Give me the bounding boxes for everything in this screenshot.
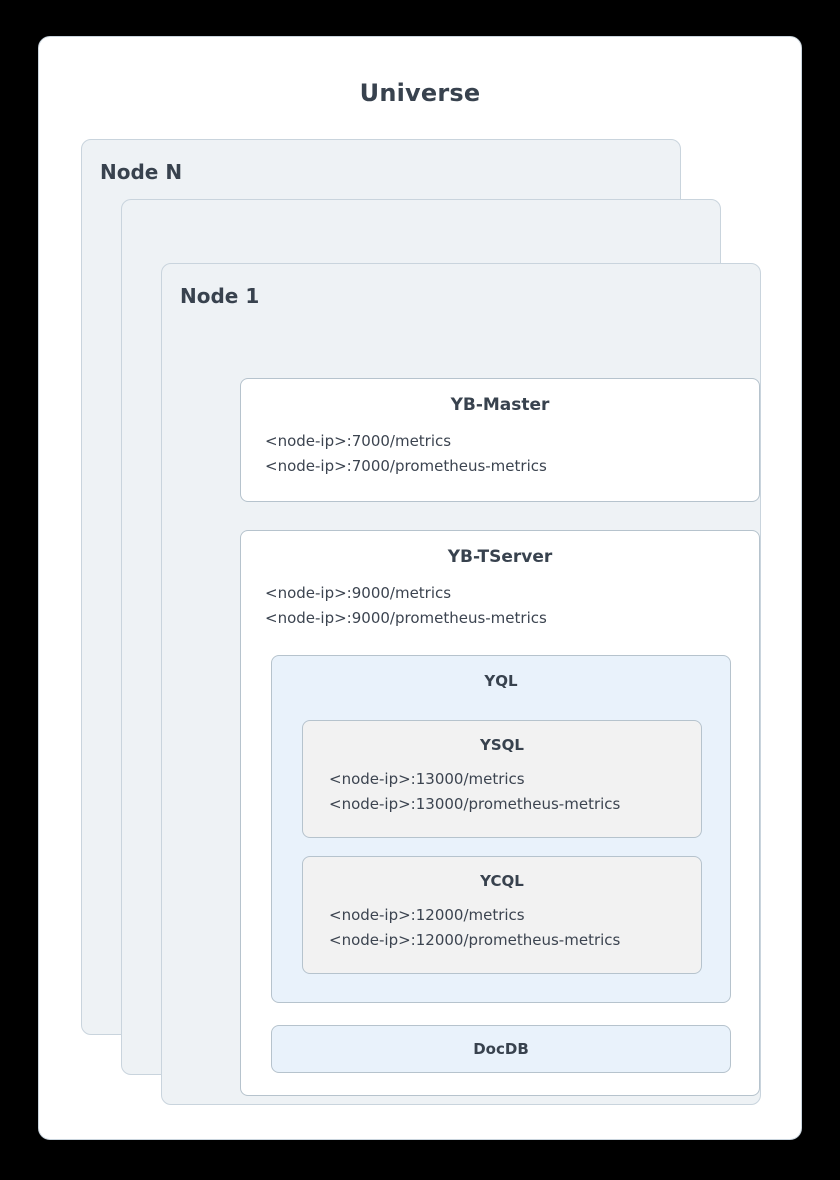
node-1-label: Node 1 bbox=[180, 284, 260, 308]
ycql-box: YCQL <node-ip>:12000/metrics <node-ip>:1… bbox=[302, 856, 702, 974]
node-card-1: Node 1 YB-Master <node-ip>:7000/metrics … bbox=[161, 263, 761, 1105]
endpoint-item: <node-ip>:12000/metrics bbox=[329, 906, 525, 924]
yql-title: YQL bbox=[484, 672, 518, 690]
universe-container: Universe Node N ... Node 1 YB-Master <no… bbox=[38, 36, 802, 1140]
yb-master-box: YB-Master <node-ip>:7000/metrics <node-i… bbox=[240, 378, 760, 502]
ycql-endpoints: <node-ip>:12000/metrics <node-ip>:12000/… bbox=[303, 903, 701, 953]
yb-tserver-title: YB-TServer bbox=[447, 547, 553, 567]
endpoint-item: <node-ip>:7000/metrics bbox=[265, 432, 452, 450]
yb-master-endpoints: <node-ip>:7000/metrics <node-ip>:7000/pr… bbox=[241, 429, 759, 479]
universe-title: Universe bbox=[359, 79, 481, 107]
ysql-title: YSQL bbox=[480, 736, 524, 754]
endpoint-item: <node-ip>:12000/prometheus-metrics bbox=[329, 931, 621, 949]
endpoint-item: <node-ip>:7000/prometheus-metrics bbox=[265, 457, 547, 475]
endpoint-item: <node-ip>:13000/metrics bbox=[329, 770, 525, 788]
endpoint-item: <node-ip>:9000/prometheus-metrics bbox=[265, 609, 547, 627]
ysql-endpoints: <node-ip>:13000/metrics <node-ip>:13000/… bbox=[303, 767, 701, 817]
endpoint-item: <node-ip>:13000/prometheus-metrics bbox=[329, 795, 621, 813]
yb-master-title: YB-Master bbox=[450, 395, 550, 415]
yql-box: YQL YSQL <node-ip>:13000/metrics <node-i… bbox=[271, 655, 731, 1003]
ysql-box: YSQL <node-ip>:13000/metrics <node-ip>:1… bbox=[302, 720, 702, 838]
docdb-box: DocDB bbox=[271, 1025, 731, 1073]
node-n-label: Node N bbox=[100, 160, 183, 184]
yb-tserver-box: YB-TServer <node-ip>:9000/metrics <node-… bbox=[240, 530, 760, 1096]
endpoint-item: <node-ip>:9000/metrics bbox=[265, 584, 452, 602]
yb-tserver-endpoints: <node-ip>:9000/metrics <node-ip>:9000/pr… bbox=[241, 581, 759, 631]
docdb-title: DocDB bbox=[473, 1040, 529, 1058]
ycql-title: YCQL bbox=[480, 872, 524, 890]
